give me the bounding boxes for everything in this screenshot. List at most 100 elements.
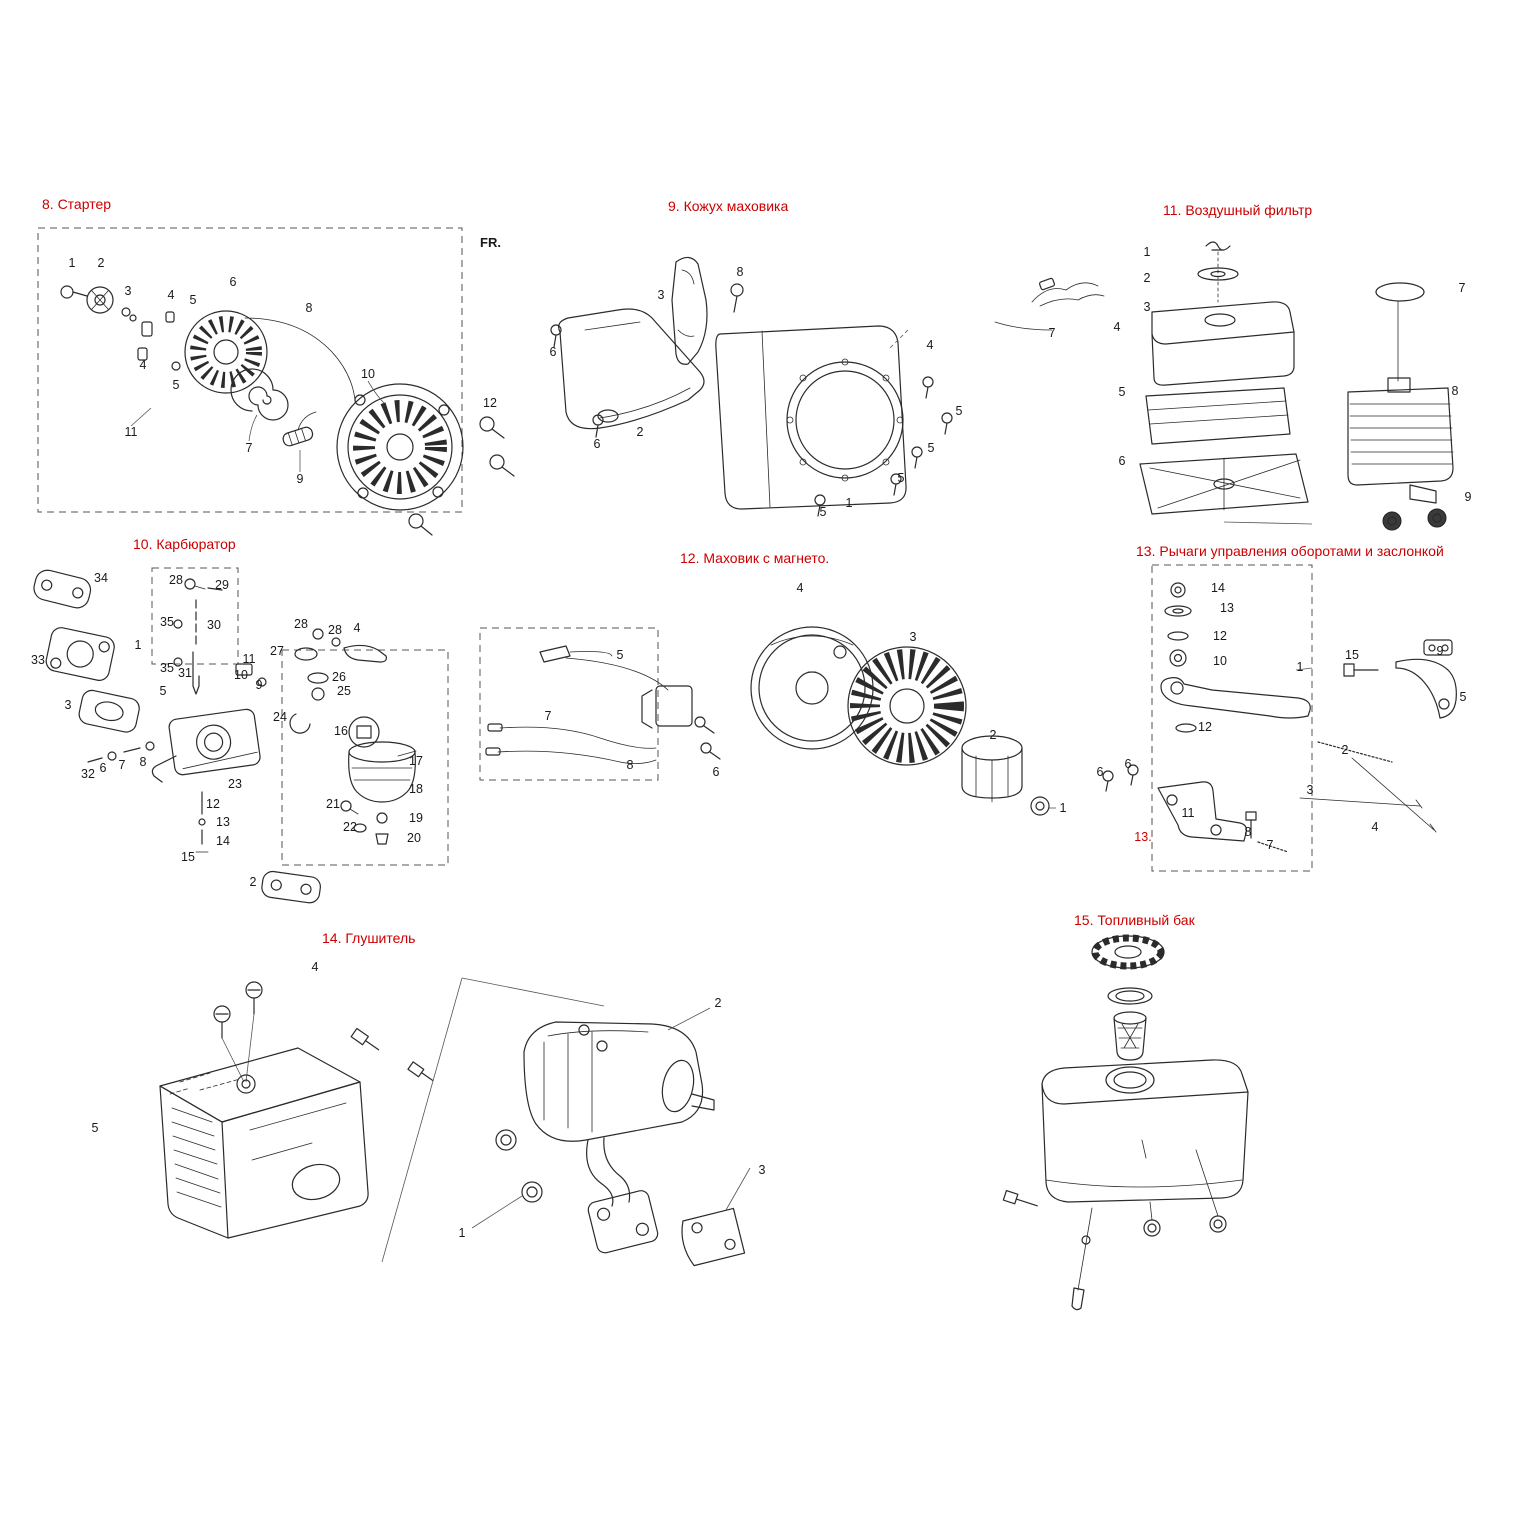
part-number-label: 2	[989, 728, 997, 742]
flywheel-diagram	[479, 626, 1056, 816]
part-number-label: 3	[124, 284, 132, 298]
part-number-label: 9	[296, 472, 304, 486]
part-number-label: 4	[1113, 320, 1121, 334]
part-number-label: 20	[407, 831, 421, 845]
part-number-label: 3	[909, 630, 917, 644]
fan-cover-diagram	[550, 256, 1105, 517]
part-number-label: 32	[81, 767, 95, 781]
part-number-label: 6	[1124, 757, 1132, 771]
part-number-label: 1	[1143, 245, 1151, 259]
part-number-label: 5	[172, 378, 180, 392]
part-number-label: 5	[955, 404, 963, 418]
part-number-label: 2	[636, 425, 644, 439]
part-number-label: 11	[124, 425, 138, 439]
part-number-label: 19	[409, 811, 423, 825]
part-number-label: 2	[1143, 271, 1151, 285]
part-number-label: 28	[169, 573, 183, 587]
part-number-label: 8	[1451, 384, 1459, 398]
part-number-label: 15	[1345, 648, 1359, 662]
part-number-label: 5	[1459, 690, 1467, 704]
part-number-label: 7	[1266, 838, 1274, 852]
part-number-label: 2	[714, 996, 722, 1010]
part-number-label: 1	[845, 496, 853, 510]
part-number-label: 9	[1436, 644, 1444, 658]
part-number-label: 11	[242, 652, 256, 666]
part-number-label: 10	[234, 668, 248, 682]
part-number-label: 21	[326, 797, 340, 811]
part-number-label: 12	[483, 396, 497, 410]
part-number-label: 34	[94, 571, 108, 585]
part-number-label: 33	[31, 653, 45, 667]
part-number-label: 1	[1296, 660, 1304, 674]
part-number-label: 5	[189, 293, 197, 307]
part-number-label: 3	[64, 698, 72, 712]
part-number-label: 3	[1143, 300, 1151, 314]
section-title-fuel-tank: 15. Топливный бак	[1074, 912, 1195, 928]
part-number-label: 6	[1096, 765, 1104, 779]
part-number-label: 5	[1118, 385, 1126, 399]
part-number-label: 5	[927, 441, 935, 455]
part-number-label: 6	[712, 765, 720, 779]
section-title-muffler: 14. Глушитель	[322, 930, 416, 946]
part-number-label: 2	[249, 875, 257, 889]
part-number-label: 10	[1213, 654, 1227, 668]
part-number-label: 4	[1371, 820, 1379, 834]
part-number-label: 4	[353, 621, 361, 635]
controls-diagram	[1102, 564, 1457, 872]
part-number-label: 6	[593, 437, 601, 451]
part-number-label: 14	[216, 834, 230, 848]
part-number-label: 12	[206, 797, 220, 811]
fuel-tank-diagram	[1002, 934, 1249, 1311]
part-number-label: 29	[215, 578, 229, 592]
part-number-label: 17	[409, 754, 423, 768]
part-number-label: 31	[178, 666, 192, 680]
part-number-label: 13.	[1134, 830, 1152, 844]
part-number-label: 13	[1220, 601, 1234, 615]
part-number-label: 7	[1048, 326, 1056, 340]
part-number-label: 24	[273, 710, 287, 724]
muffler-diagram	[159, 977, 751, 1267]
part-number-label: 3	[758, 1163, 766, 1177]
fr-orientation-label: FR.	[480, 235, 501, 250]
part-number-label: 28	[328, 623, 342, 637]
part-number-label: 6	[229, 275, 237, 289]
part-number-label: 4	[139, 358, 147, 372]
section-title-flywheel: 12. Маховик с магнето.	[680, 550, 830, 566]
section-title-starter: 8. Стартер	[42, 196, 112, 212]
part-number-label: 3	[1306, 783, 1314, 797]
part-number-label: 3	[657, 288, 665, 302]
part-number-label: 6	[549, 345, 557, 359]
part-number-label: 23	[228, 777, 242, 791]
part-number-label: 5	[616, 648, 624, 662]
part-number-label: 26	[332, 670, 346, 684]
part-number-label: 6	[1118, 454, 1126, 468]
part-number-label: 2	[1341, 743, 1349, 757]
part-number-label: 8	[736, 265, 744, 279]
part-number-label: 4	[311, 960, 319, 974]
starter-diagram	[37, 227, 515, 536]
part-number-label: 6	[99, 761, 107, 775]
part-number-label: 1	[68, 256, 76, 270]
part-number-label: 35	[160, 661, 174, 675]
part-number-label: 5	[159, 684, 167, 698]
part-number-label: 4	[796, 581, 804, 595]
part-number-label: 7	[544, 709, 552, 723]
part-number-label: 7	[118, 758, 126, 772]
air-filter-diagram	[1139, 241, 1454, 531]
part-number-label: 10	[361, 367, 375, 381]
part-number-label: 27	[270, 644, 284, 658]
part-number-label: 9	[255, 678, 263, 692]
part-number-label: 8	[626, 758, 634, 772]
part-number-label: 8	[305, 301, 313, 315]
part-number-label: 22	[343, 820, 357, 834]
part-number-label: 7	[245, 441, 253, 455]
part-number-label: 5	[819, 505, 827, 519]
section-title-air-filter: 11. Воздушный фильтр	[1163, 202, 1313, 218]
part-number-label: 9	[1464, 490, 1472, 504]
part-number-label: 1	[458, 1226, 466, 1240]
part-number-label: 1	[134, 638, 142, 652]
part-number-label: 5	[91, 1121, 99, 1135]
part-number-label: 5	[897, 471, 905, 485]
